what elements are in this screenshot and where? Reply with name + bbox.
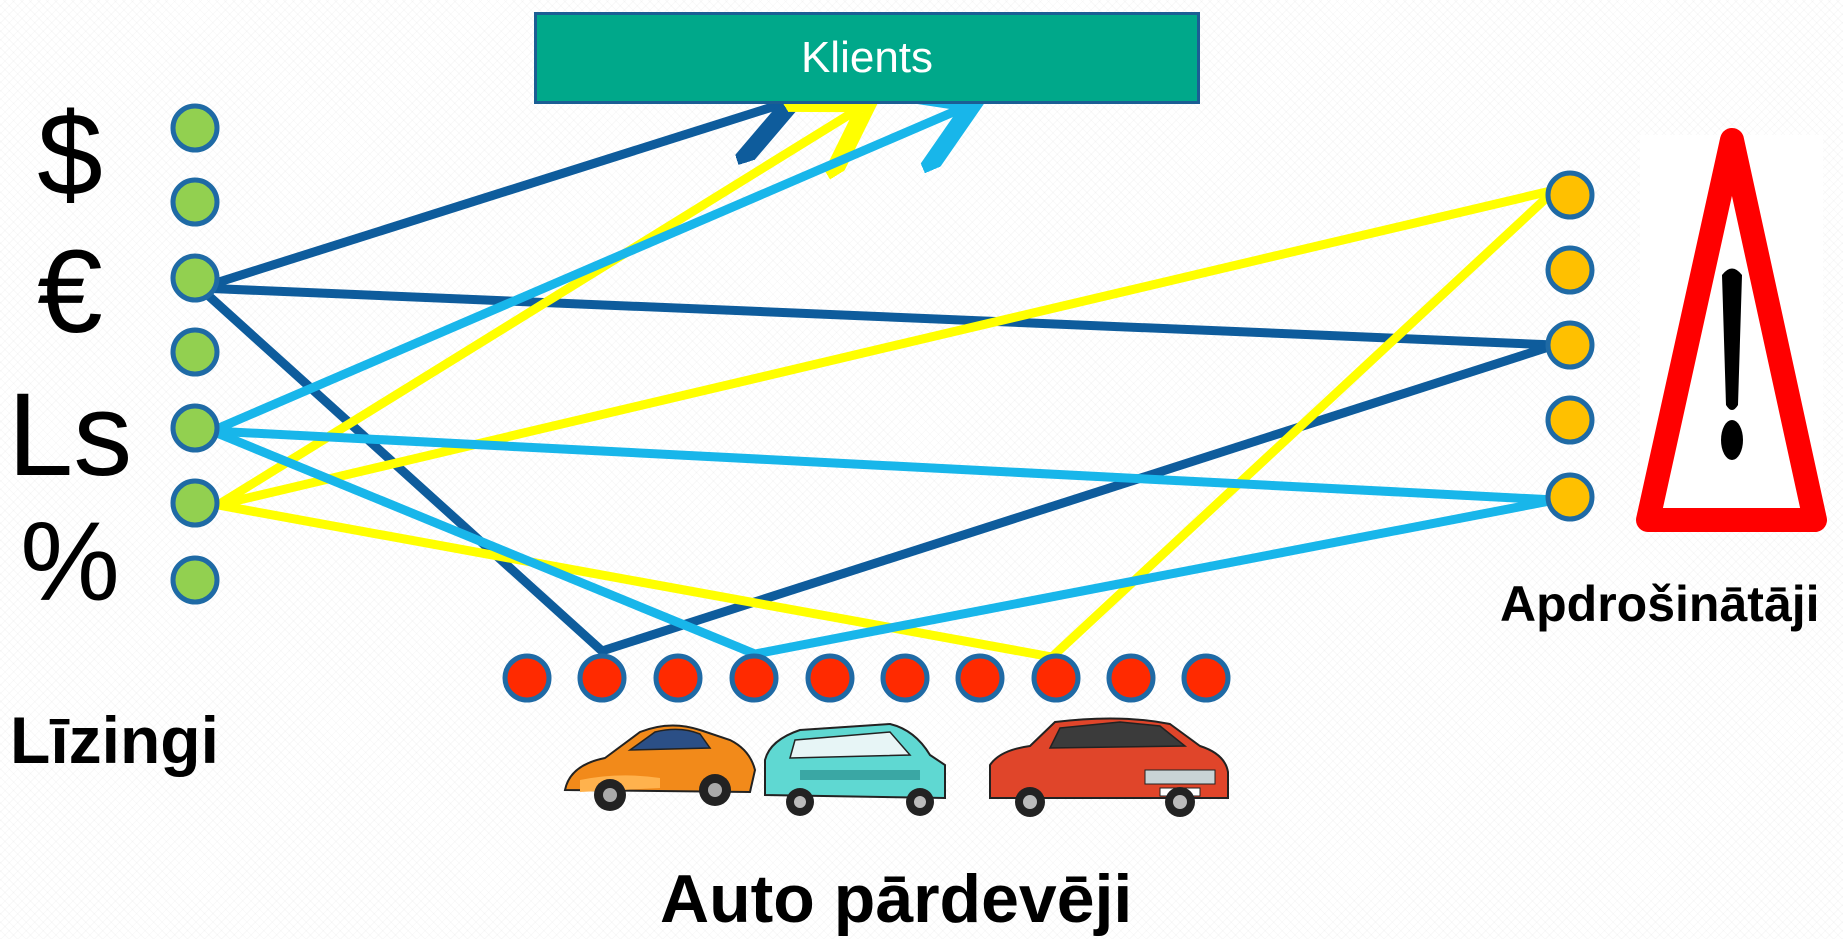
orange-sports-car-icon [563, 724, 757, 811]
dealers-label: Auto pārdevēji [660, 861, 1133, 937]
dealer-node [1031, 653, 1081, 703]
leasing-node [170, 177, 220, 227]
insurers-label: Apdrošinātāji [1500, 576, 1820, 632]
insurer-node [1545, 320, 1595, 370]
dealer-node [729, 653, 779, 703]
insurer-node [1545, 245, 1595, 295]
dealer-node [653, 653, 703, 703]
leasing-node [170, 478, 220, 528]
teal-hatchback-car-icon [764, 722, 946, 816]
euro-symbol: € [37, 226, 103, 358]
dealer-node [805, 653, 855, 703]
dealer-node [1106, 653, 1156, 703]
link-leasing-insurer-yellow [213, 185, 1560, 510]
insurer-node [1545, 472, 1595, 522]
client-label: Klients [800, 33, 934, 82]
cars-illustration [563, 717, 1229, 817]
link-leasing-dealer-insurer-yellow [213, 185, 1560, 662]
connection-lines [195, 103, 1560, 662]
client-box: Klients [534, 12, 1200, 104]
dealer-node [502, 653, 552, 703]
leasing-node [170, 555, 220, 605]
red-sedan-car-icon [989, 717, 1229, 817]
leasing-label: Līzingi [10, 703, 219, 777]
dealer-nodes [502, 653, 1231, 703]
leasing-node [170, 253, 220, 303]
link-leasing-dealer-insurer-dark [195, 283, 1560, 656]
dealer-node [955, 653, 1005, 703]
link-leasing-insurer-light [207, 426, 1560, 505]
insurer-node [1545, 395, 1595, 445]
warning-triangle-icon [1636, 128, 1827, 532]
insurer-node [1545, 170, 1595, 220]
link-leasing-insurer-dark [195, 283, 1560, 350]
lats-symbol: Ls [7, 369, 133, 501]
leasing-node [170, 103, 220, 153]
leasing-node [170, 403, 220, 453]
leasing-node [170, 327, 220, 377]
link-leasing-to-client-light [207, 107, 965, 436]
leasing-nodes [170, 103, 220, 605]
percent-symbol: % [20, 499, 120, 624]
dealer-node [1181, 653, 1231, 703]
dealer-node [880, 653, 930, 703]
dealer-node [577, 653, 627, 703]
insurer-nodes [1545, 170, 1595, 522]
link-leasing-to-client-dark [195, 103, 785, 293]
dollar-symbol: $ [37, 89, 103, 221]
